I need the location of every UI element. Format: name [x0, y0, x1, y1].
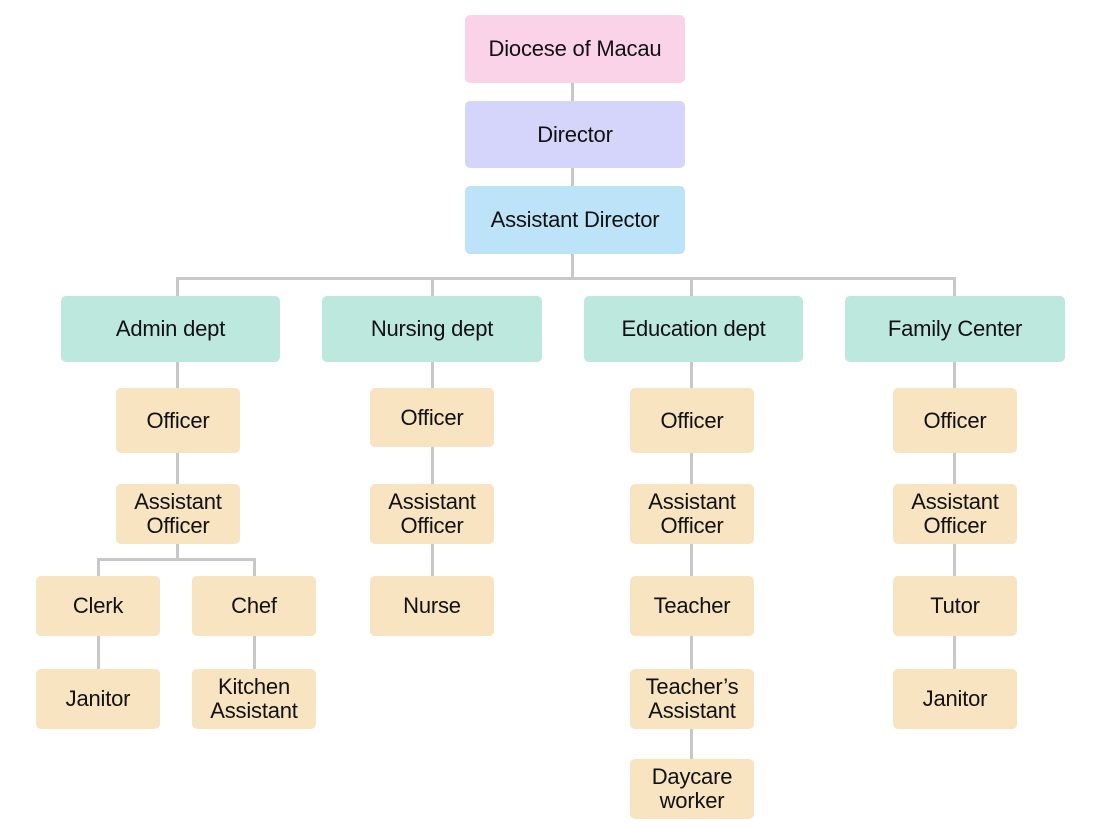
node-family-janitor: Janitor — [893, 669, 1017, 729]
connector — [953, 361, 956, 388]
connector — [97, 558, 100, 576]
connector — [571, 82, 574, 101]
connector — [176, 277, 179, 296]
node-admin-kitchen-assistant: Kitchen Assistant — [192, 669, 316, 729]
connector — [571, 167, 574, 186]
connector — [690, 452, 693, 484]
connector — [690, 543, 693, 576]
connector — [953, 277, 956, 296]
connector — [431, 446, 434, 484]
connector — [571, 253, 574, 279]
connector — [953, 452, 956, 484]
connector — [431, 543, 434, 576]
connector — [97, 558, 256, 561]
connector — [97, 635, 100, 669]
node-education-daycare-worker: Daycare worker — [630, 759, 754, 819]
node-admin-dept: Admin dept — [61, 296, 280, 362]
node-admin-clerk: Clerk — [36, 576, 160, 636]
node-admin-chef: Chef — [192, 576, 316, 636]
connector — [690, 277, 693, 296]
node-nursing-dept: Nursing dept — [322, 296, 542, 362]
node-education-assistant-officer: Assistant Officer — [630, 484, 754, 544]
node-family-officer: Officer — [893, 388, 1017, 453]
node-nursing-assistant-officer: Assistant Officer — [370, 484, 494, 544]
node-family-assistant-officer: Assistant Officer — [893, 484, 1017, 544]
node-nursing-officer: Officer — [370, 388, 494, 447]
connector — [690, 361, 693, 388]
connector — [176, 543, 179, 560]
connector — [176, 452, 179, 484]
node-diocese: Diocese of Macau — [465, 15, 685, 83]
connector — [953, 543, 956, 576]
connector — [176, 361, 179, 388]
connector — [690, 635, 693, 669]
node-education-dept: Education dept — [584, 296, 803, 362]
connector — [431, 361, 434, 388]
node-education-teacher: Teacher — [630, 576, 754, 636]
connector — [253, 635, 256, 669]
node-education-officer: Officer — [630, 388, 754, 453]
node-family-tutor: Tutor — [893, 576, 1017, 636]
node-family-center: Family Center — [845, 296, 1065, 362]
node-nursing-nurse: Nurse — [370, 576, 494, 636]
connector — [431, 277, 434, 296]
node-admin-officer: Officer — [116, 388, 240, 453]
node-assistant-director: Assistant Director — [465, 186, 685, 254]
node-director: Director — [465, 101, 685, 168]
node-education-teachers-assistant: Teacher’s Assistant — [630, 669, 754, 729]
connector — [176, 277, 956, 280]
connector — [253, 558, 256, 576]
connector — [953, 635, 956, 669]
connector — [690, 728, 693, 759]
node-admin-janitor: Janitor — [36, 669, 160, 729]
node-admin-assistant-officer: Assistant Officer — [116, 484, 240, 544]
